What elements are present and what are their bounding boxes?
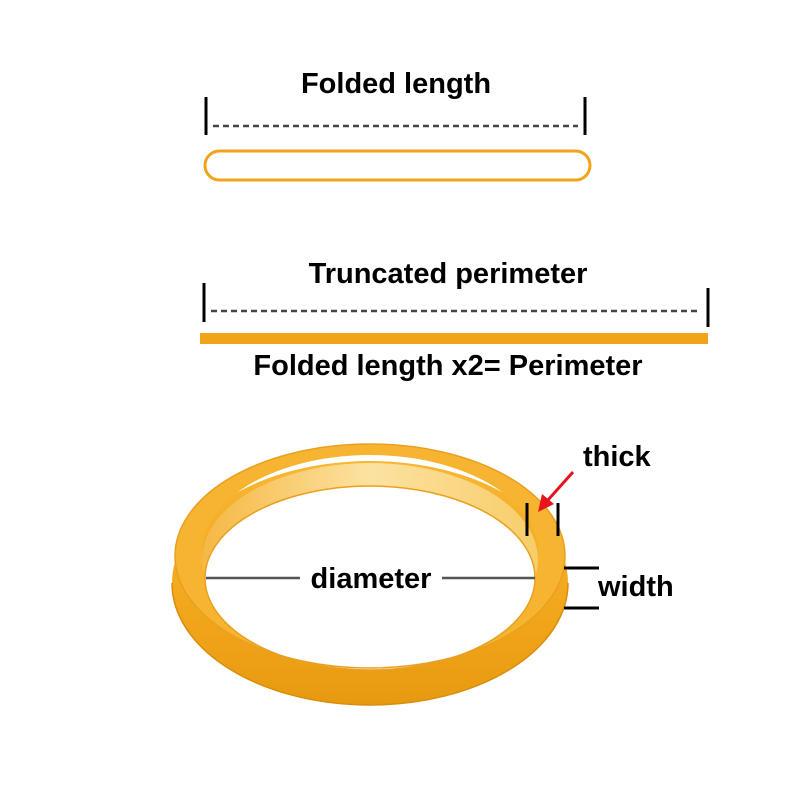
rubber-band-ring	[171, 443, 569, 706]
perimeter-formula-label: Folded length x2= Perimeter	[253, 350, 642, 382]
cut-band-strip	[200, 333, 708, 344]
thick-label: thick	[583, 441, 652, 473]
diameter-label: diameter	[311, 563, 432, 595]
folded-band	[203, 149, 592, 182]
truncated-perimeter-label: Truncated perimeter	[309, 258, 588, 290]
folded-length-label: Folded length	[301, 68, 491, 100]
width-label: width	[597, 571, 674, 603]
thick-arrow-icon	[538, 471, 575, 512]
